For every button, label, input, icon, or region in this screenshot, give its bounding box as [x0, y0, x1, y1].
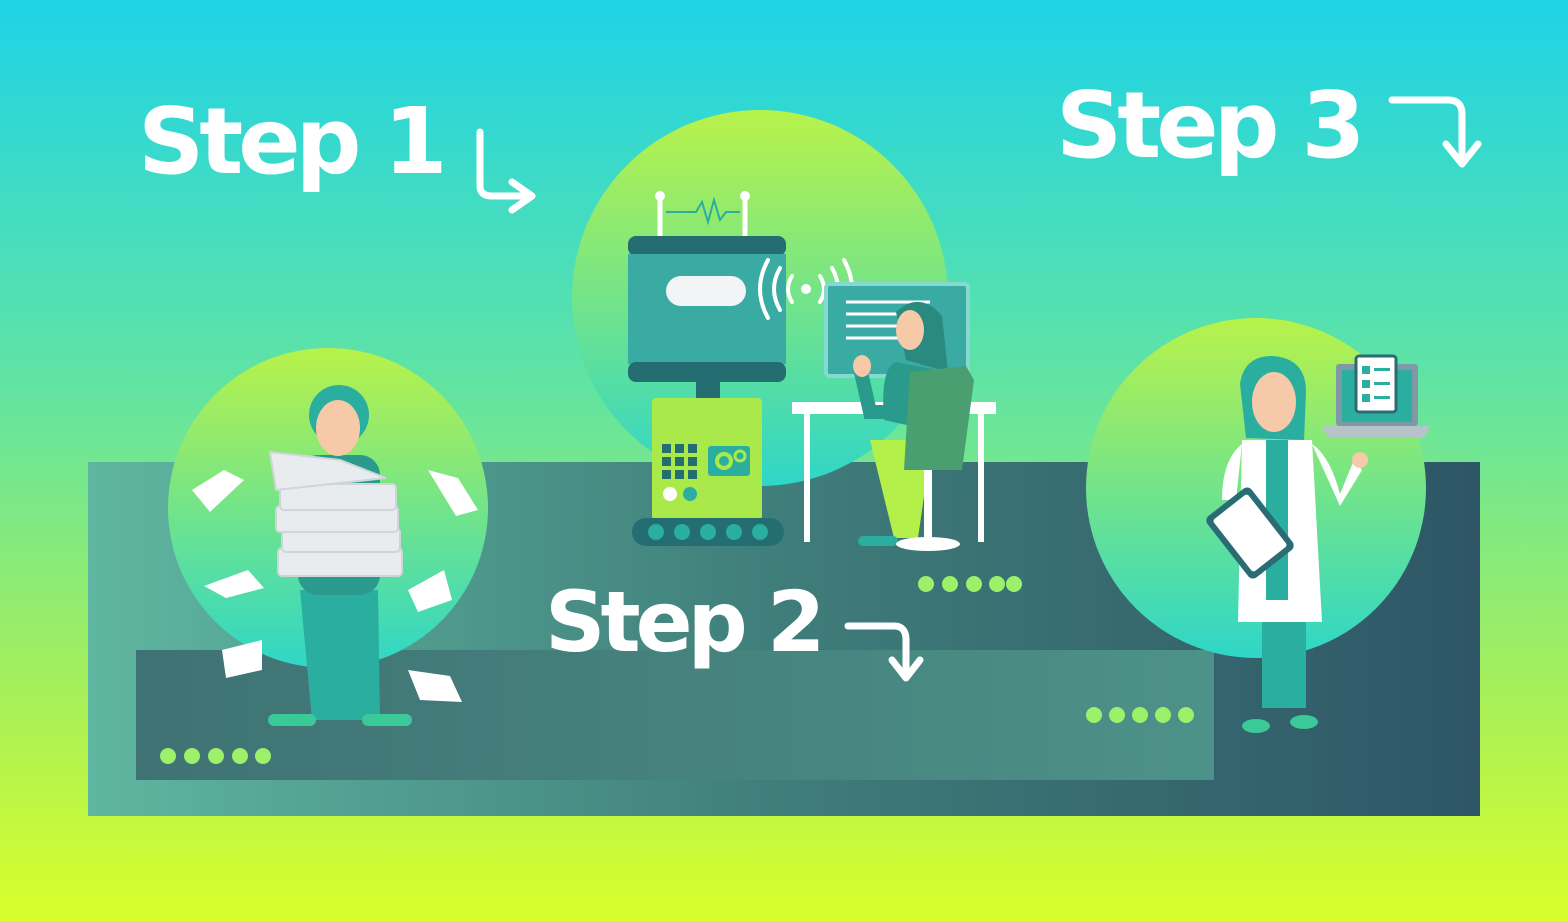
arrow-down-right-icon	[844, 622, 924, 682]
arrow-down-right-icon	[476, 128, 536, 214]
step-2-label: Step 2	[545, 573, 825, 671]
dots-middle	[918, 576, 1022, 592]
step-3-label: Step 3	[1056, 72, 1366, 179]
clipboard-icon	[1206, 487, 1294, 579]
arrow-down-right-icon	[1388, 96, 1482, 168]
dots-right	[1086, 707, 1194, 723]
person-with-papers	[192, 385, 478, 726]
woman-at-computer	[792, 282, 996, 551]
doctor-with-clipboard	[1206, 354, 1430, 733]
laptop-icon	[1322, 354, 1430, 438]
gear-icon	[708, 446, 750, 476]
step-1-label: Step 1	[138, 88, 448, 195]
robot-machine	[628, 191, 854, 546]
dots-left	[160, 748, 271, 764]
